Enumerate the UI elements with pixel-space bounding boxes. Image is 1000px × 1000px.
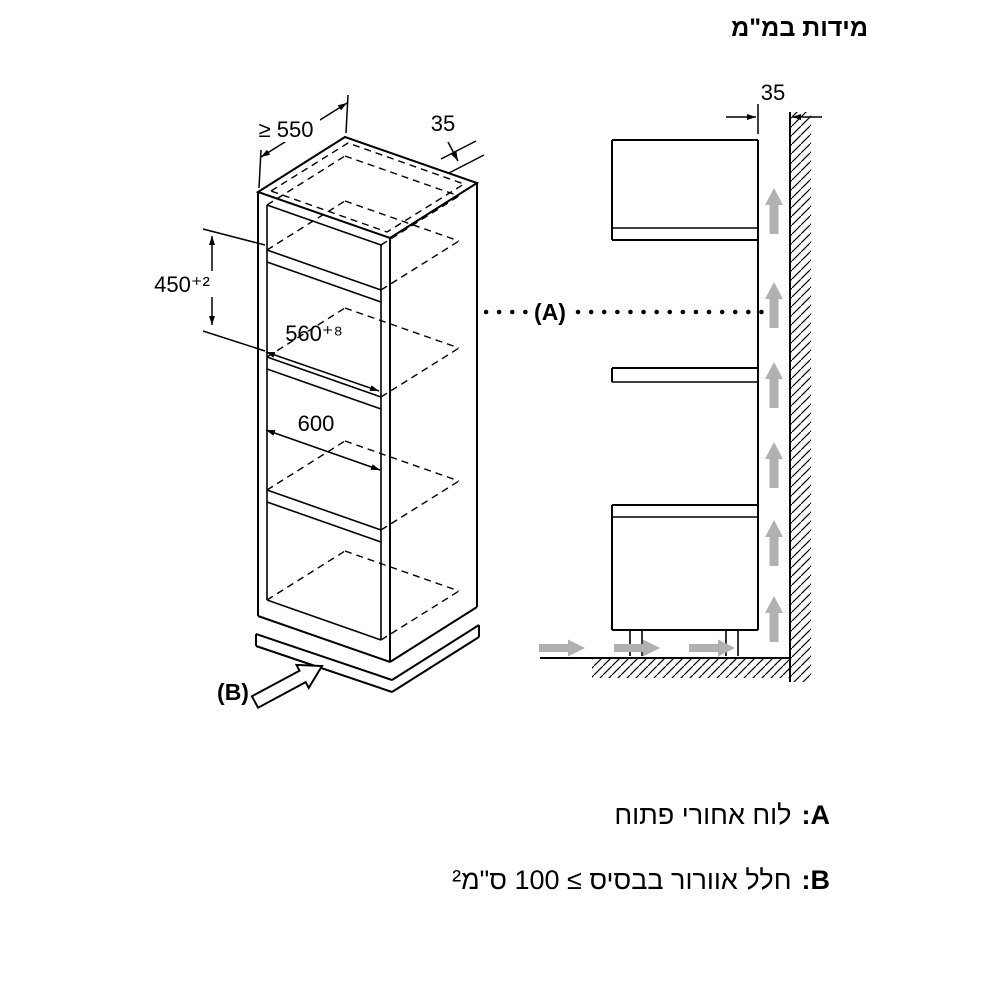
airflow-up-icon bbox=[765, 188, 783, 234]
cabinet-outline bbox=[255, 135, 480, 663]
legend-a-text: לוח אחורי פתוח bbox=[614, 800, 792, 830]
isometric-view: ≥ 550 35 450⁺² 560⁺⁸ bbox=[148, 94, 485, 710]
legend-item-a: A: לוח אחורי פתוח bbox=[452, 800, 830, 831]
legend-b-key: B: bbox=[801, 865, 831, 895]
dim-niche-height-text: 450⁺² bbox=[154, 272, 210, 297]
legend: A: לוח אחורי פתוח B: חלל אוורור בבסיס ≥ 10… bbox=[452, 800, 830, 930]
label-b: (B) bbox=[217, 679, 249, 705]
dim-niche-width-text: 560⁺⁸ bbox=[285, 321, 343, 346]
airflow-up-icon bbox=[765, 596, 783, 642]
dim-text-bg bbox=[252, 116, 320, 142]
dim-depth-600: 600 bbox=[265, 411, 381, 471]
dim-depth-600-text: 600 bbox=[298, 411, 335, 436]
legend-a-key: A: bbox=[801, 800, 831, 830]
airflow-up-icon bbox=[765, 442, 783, 488]
dim-text-bg bbox=[148, 271, 218, 297]
dim-depth-min-text: ≥ 550 bbox=[259, 117, 314, 142]
niche-frame bbox=[266, 204, 382, 641]
label-a: (A) bbox=[534, 299, 566, 325]
shelves bbox=[266, 249, 382, 543]
wall bbox=[789, 112, 811, 682]
dim-niche-height: 450⁺² bbox=[148, 228, 266, 352]
dim-wall-gap-text: 35 bbox=[761, 80, 785, 105]
page-title: מידות במ"מ bbox=[731, 14, 868, 42]
dim-wall-gap: 35 bbox=[726, 80, 822, 134]
airflow-arrows-base bbox=[539, 639, 735, 657]
dim-niche-width: 560⁺⁸ bbox=[265, 321, 380, 392]
airflow-right-icon bbox=[539, 639, 585, 657]
hidden-edges bbox=[266, 142, 466, 641]
floor bbox=[540, 657, 790, 678]
airflow-up-icon bbox=[765, 282, 783, 328]
airflow-up-icon bbox=[765, 520, 783, 566]
cabinet-profile bbox=[611, 139, 759, 656]
wall-hatching bbox=[791, 112, 811, 682]
legend-item-b: B: חלל אוורור בבסיס ≥ 100 ס"מ² bbox=[452, 865, 830, 896]
airflow-up-icon bbox=[765, 362, 783, 408]
floor-hatching bbox=[592, 659, 790, 678]
airflow-arrows-up bbox=[765, 188, 783, 642]
base-vent-callout: (B) bbox=[217, 663, 324, 710]
rear-panel-callout: (A) bbox=[483, 299, 767, 325]
base-plinth bbox=[255, 624, 480, 693]
side-view: 35 (A) bbox=[483, 80, 822, 682]
dim-top-panel: 35 bbox=[431, 111, 485, 174]
airflow-right-icon bbox=[689, 639, 735, 657]
dim-top-panel-text: 35 bbox=[431, 111, 455, 136]
legend-b-text: חלל אוורור בבסיס ≥ 100 ס"מ² bbox=[452, 865, 792, 895]
dim-depth-min: ≥ 550 bbox=[252, 94, 349, 189]
vent-arrow-icon bbox=[250, 663, 324, 710]
airflow-right-icon bbox=[614, 639, 660, 657]
